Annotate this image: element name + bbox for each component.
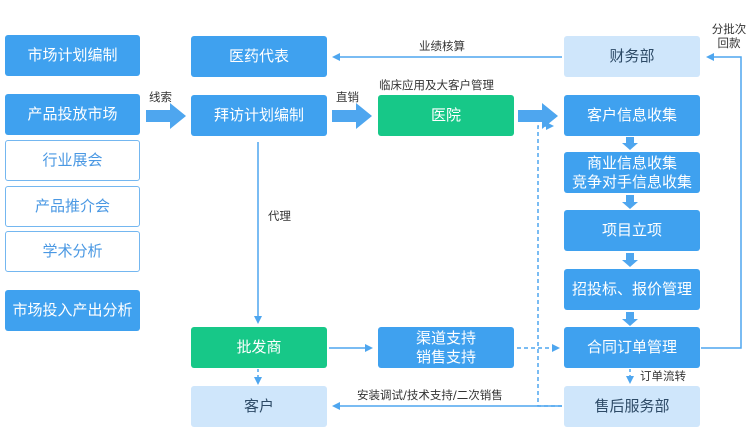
arrow-batch-payback [701, 53, 742, 349]
industry-expo-box: 行业展会 [5, 140, 140, 181]
customer-box: 客户 [191, 386, 327, 427]
arrow-down-2 [622, 195, 638, 209]
competitor-info-line: 竞争对手信息收集 [571, 172, 692, 191]
project-setup-box: 项目立项 [564, 210, 700, 251]
finance-box: 财务部 [564, 36, 700, 77]
biz-info-line: 商业信息收集 [586, 153, 677, 172]
arrow-leads [146, 103, 186, 129]
performance-check-label: 业绩核算 [419, 39, 465, 53]
hospital-box: 医院 [378, 95, 514, 136]
arrow-after-sales-to-hospital [537, 122, 562, 407]
arrow-direct-sales [332, 103, 372, 129]
wholesaler-box: 批发商 [191, 327, 327, 368]
biz-info-box: 商业信息收集 竞争对手信息收集 [564, 152, 700, 193]
channel-support-box: 渠道支持 销售支持 [378, 327, 514, 368]
sales-support-line: 销售支持 [415, 347, 476, 366]
order-flow-label: 订单流转 [640, 369, 686, 383]
product-promo-box: 产品推介会 [5, 186, 140, 227]
academic-analysis-box: 学术分析 [5, 231, 140, 272]
medical-rep-box: 医药代表 [191, 36, 327, 77]
install-support-label: 安装调试/技术支持/二次销售 [357, 388, 503, 402]
clinical-label: 临床应用及大客户管理 [379, 78, 494, 92]
after-sales-box: 售后服务部 [564, 386, 700, 427]
arrow-down-1 [622, 137, 638, 150]
arrow-hospital-to-customer-info [518, 103, 558, 129]
arrow-down-3 [622, 253, 638, 267]
leads-label: 线索 [149, 90, 172, 104]
agency-label: 代理 [268, 209, 291, 223]
direct-sales-label: 直销 [336, 90, 359, 104]
product-market-box: 产品投放市场 [5, 94, 140, 135]
contract-box: 合同订单管理 [564, 327, 700, 368]
customer-info-box: 客户信息收集 [564, 95, 700, 136]
market-plan-box: 市场计划编制 [5, 35, 140, 76]
channel-support-line: 渠道支持 [415, 328, 476, 347]
arrow-down-4 [622, 312, 638, 326]
bidding-box: 招投标、报价管理 [564, 269, 700, 310]
visit-plan-box: 拜访计划编制 [191, 95, 327, 136]
market-roi-box: 市场投入产出分析 [5, 290, 140, 331]
batch-payback-label: 分批次回款 [711, 22, 747, 50]
